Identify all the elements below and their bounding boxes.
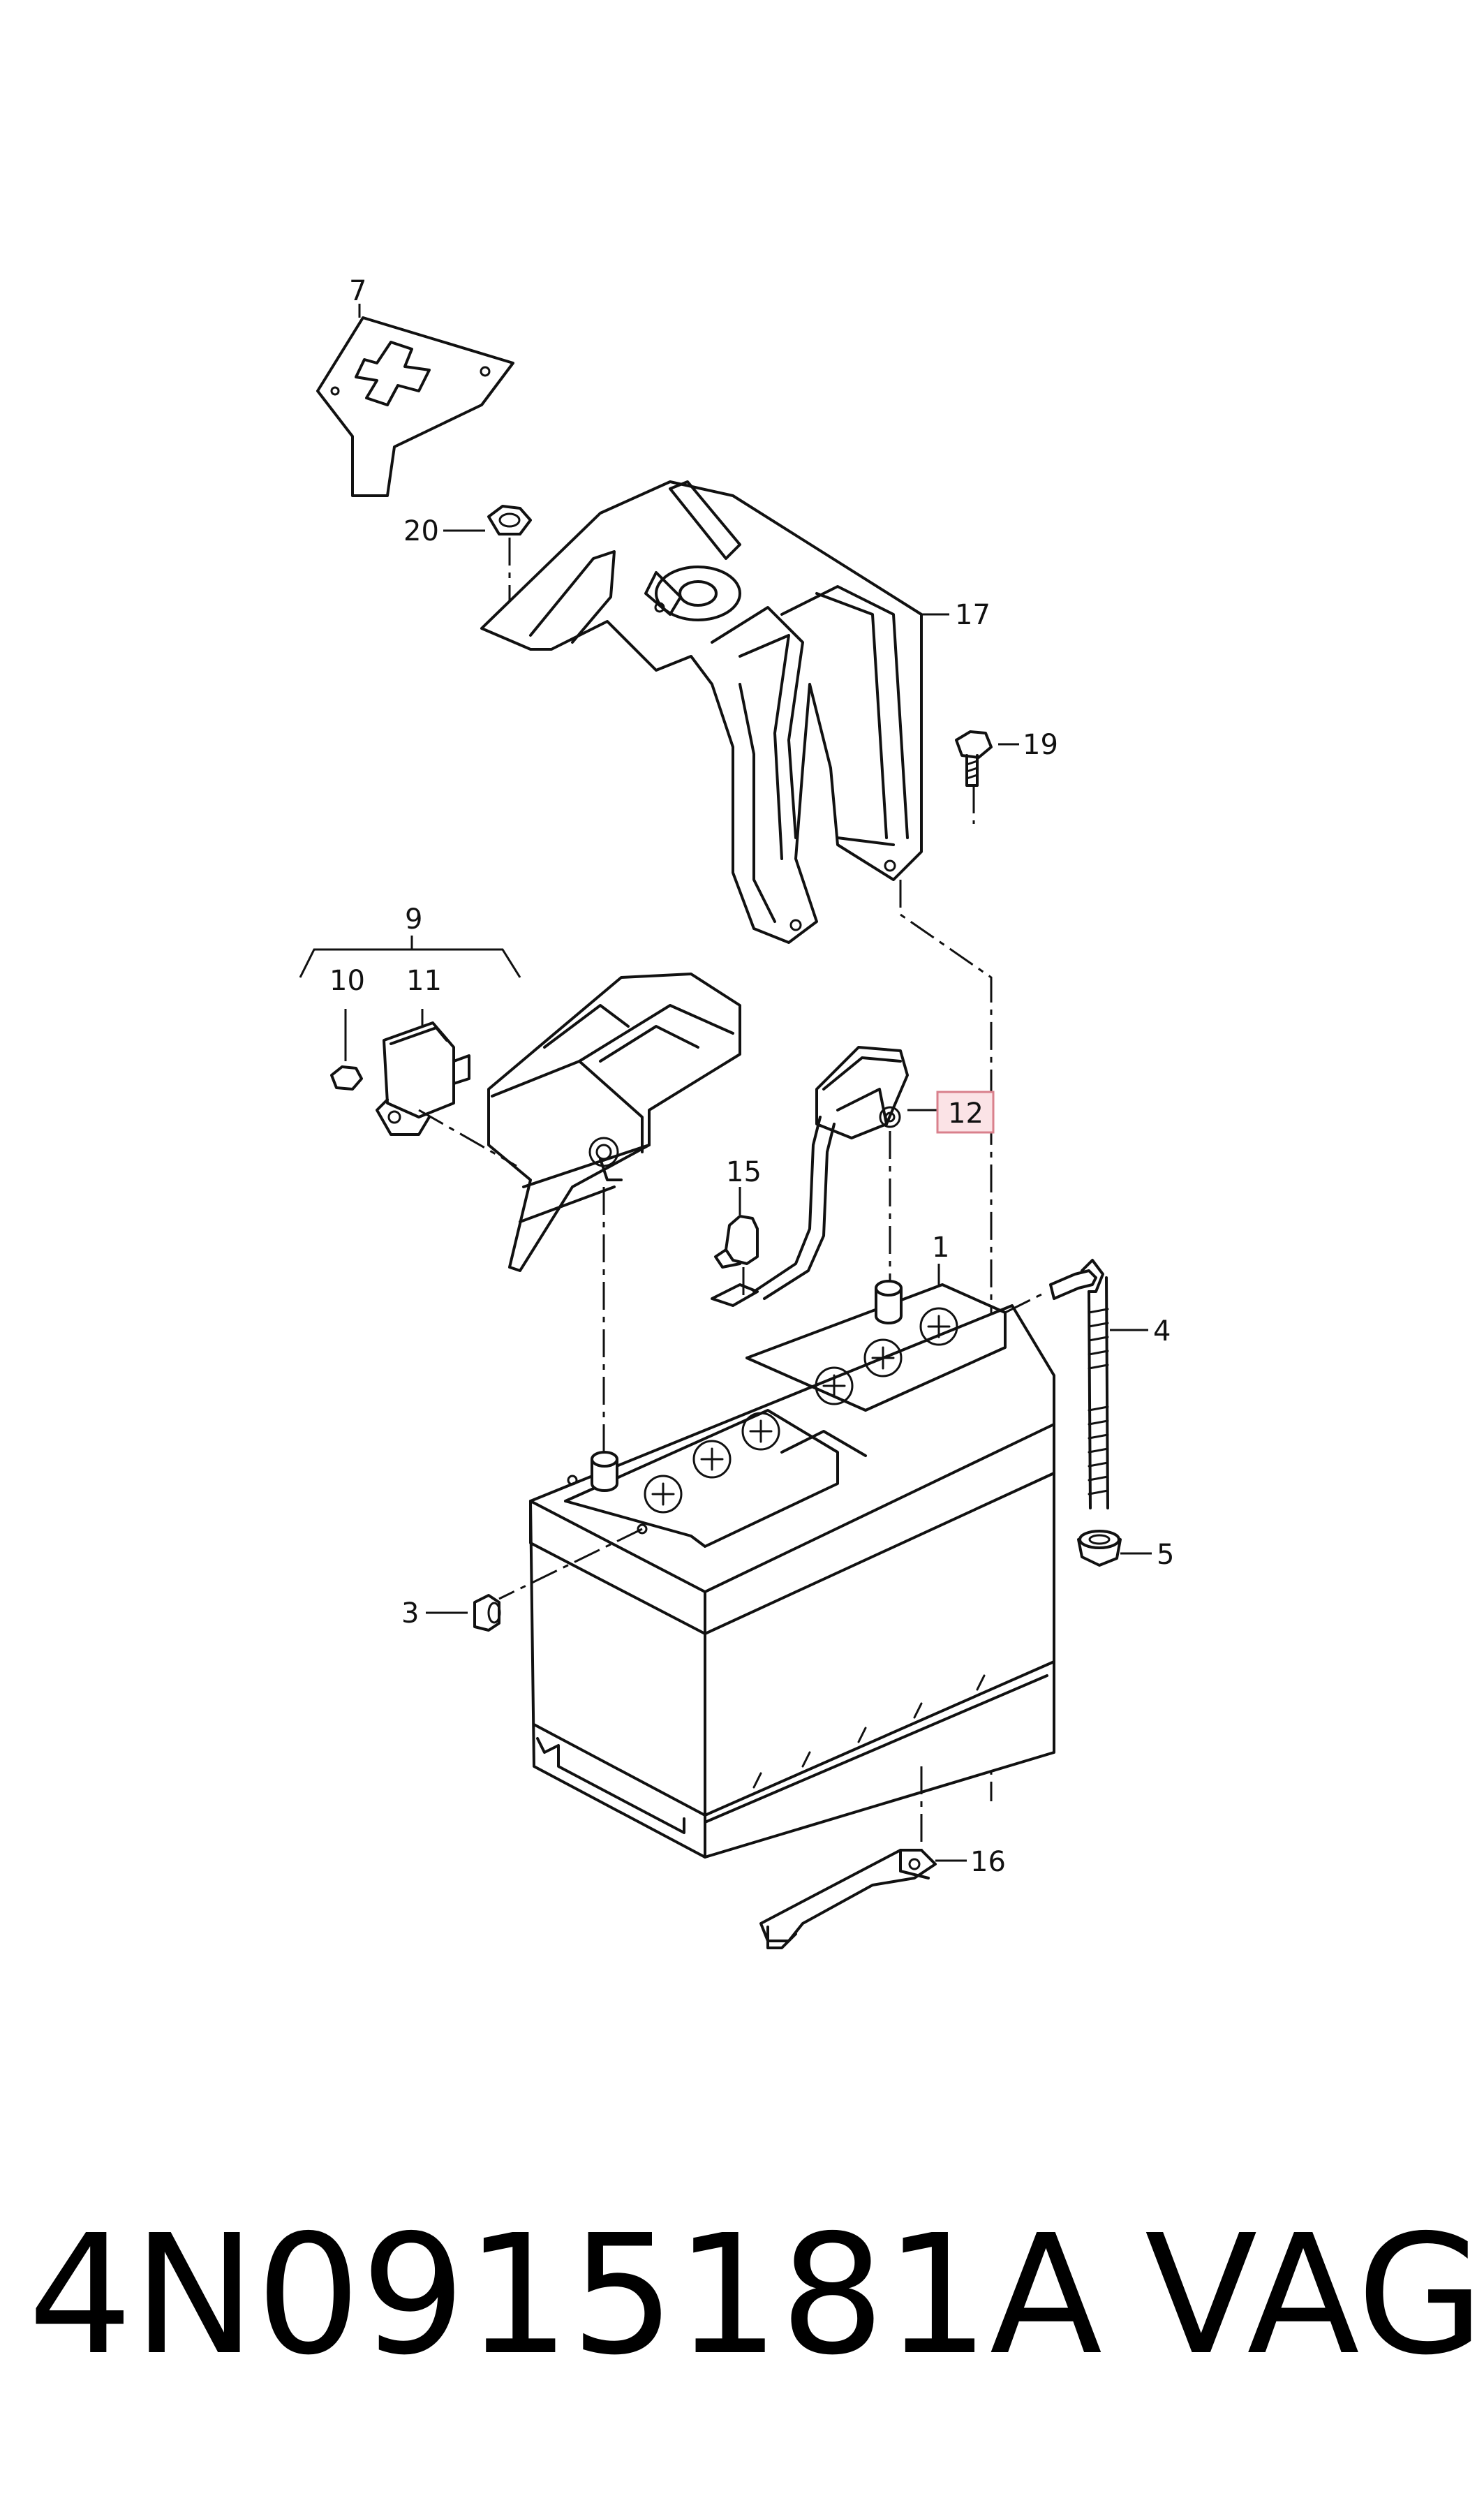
label-20: 20 [403, 515, 439, 547]
part-7-cover-plate [316, 304, 514, 497]
label-3: 3 [401, 1597, 419, 1630]
label-10: 10 [329, 965, 365, 997]
part-3-plug [426, 1594, 501, 1632]
highlight-box-12 [936, 1091, 995, 1134]
part-labels: 7 20 17 19 9 10 11 12 15 1 4 5 3 16 [329, 275, 1174, 1878]
label-9: 9 [405, 903, 422, 936]
label-15: 15 [726, 1156, 762, 1188]
part-15-clip [711, 1187, 759, 1307]
part-12-terminal-cable [752, 1046, 939, 1306]
label-4: 4 [1153, 1315, 1171, 1347]
part-4-vent-hose [1004, 1259, 1148, 1509]
part-9-group [299, 936, 741, 1452]
label-12: 12 [948, 1098, 984, 1130]
battery-vent-caps [644, 1307, 958, 1514]
brand-name: VAG [1145, 2199, 1484, 2391]
part-5-elbow [1077, 1530, 1152, 1567]
label-19: 19 [1023, 729, 1058, 761]
label-1: 1 [932, 1232, 949, 1264]
part-16-clamp [759, 1766, 967, 1949]
part-19-bolt [955, 730, 1019, 824]
part-1-battery [498, 1264, 1055, 1859]
label-5: 5 [1157, 1539, 1174, 1571]
label-17: 17 [955, 599, 990, 631]
label-11: 11 [406, 965, 442, 997]
part-number: 4N0915181A [28, 2199, 1103, 2391]
label-16: 16 [970, 1846, 1006, 1878]
part-20-nut [443, 505, 532, 628]
footer: 4N0915181A VAG [0, 2213, 1484, 2423]
label-7: 7 [349, 275, 366, 307]
